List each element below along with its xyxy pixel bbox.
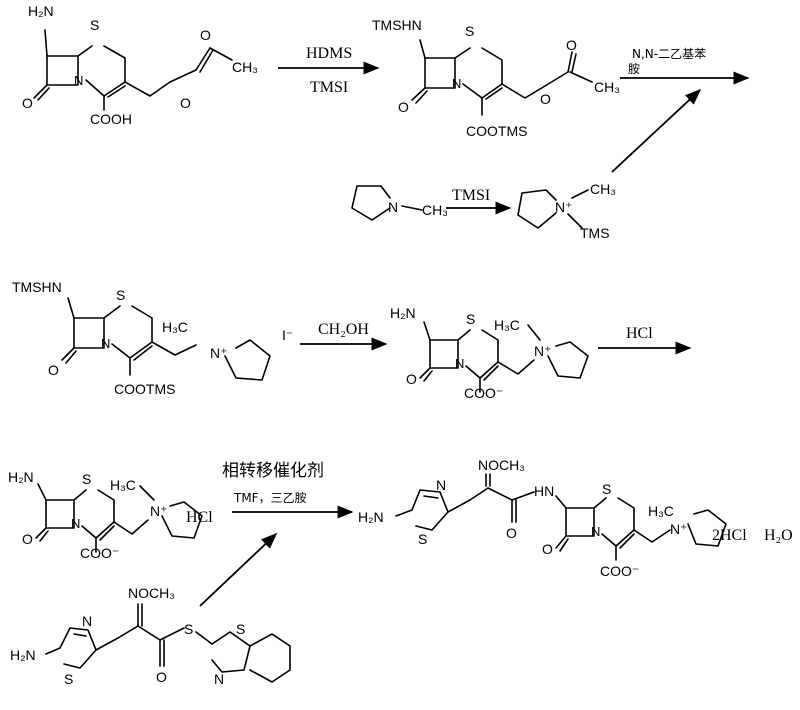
compound-hcl-salt: H₂N S N O H₃C N⁺ COO⁻ HCl bbox=[8, 469, 213, 561]
arrow-step3: CH₂OH bbox=[300, 321, 388, 351]
amine-label: H₂N bbox=[358, 509, 384, 525]
thiazole-s-label: S bbox=[64, 671, 73, 687]
nitrogen-label: N bbox=[71, 516, 80, 531]
amine-label: H₂N bbox=[10, 647, 36, 663]
oxygen-label: O bbox=[398, 99, 409, 115]
water-label: H₂O bbox=[764, 527, 793, 544]
iodide-label: I⁻ bbox=[282, 327, 293, 343]
oxygen-label: O bbox=[156, 669, 167, 685]
ester-oxygen-label: O bbox=[180, 95, 191, 111]
h3c-label: H₃C bbox=[648, 503, 674, 519]
oxygen-label: O bbox=[48, 362, 59, 378]
n-plus-label: N⁺ bbox=[555, 199, 573, 215]
carbonyl-oxygen-label: O bbox=[200, 27, 211, 43]
nitrogen-label: N bbox=[591, 524, 600, 539]
nitrogen-label: N bbox=[452, 76, 461, 91]
reagent-tmf-triethylamine: TMF，三乙胺 bbox=[233, 491, 307, 505]
thioester-s-label: S bbox=[184, 621, 193, 637]
arrow-step2: N,N-二乙基苯 胺 bbox=[620, 47, 750, 85]
compound-silylated: TMSHN S N O O O CH₃ COOTMS bbox=[372, 17, 620, 139]
amide-nh-label: HN bbox=[534, 483, 554, 499]
compound-cefepime: H₂N N S NOCH₃ O HN S N O H₃C N⁺ COO⁻ 2HC… bbox=[358, 457, 793, 579]
tmshn-label: TMSHN bbox=[372, 17, 422, 33]
reagent-diethylaniline-line2: 胺 bbox=[628, 62, 640, 76]
n-plus-label: N⁺ bbox=[210, 345, 228, 361]
oxygen-label: O bbox=[542, 541, 553, 557]
h3c-label: H₃C bbox=[494, 317, 520, 333]
carboxylate-label: COO⁻ bbox=[80, 545, 119, 561]
amine-label: H₂N bbox=[8, 469, 34, 485]
nitrogen-label: N bbox=[455, 356, 464, 371]
n-plus-label: N⁺ bbox=[150, 503, 168, 519]
reagent-diethylaniline-line1: N,N-二乙基苯 bbox=[632, 47, 706, 61]
arrow-step1: HDMS TMSI bbox=[278, 45, 380, 96]
reagent-tmsi: TMSI bbox=[452, 187, 490, 204]
benzothiazole-s-label: S bbox=[236, 621, 245, 637]
carboxyl-label: COOH bbox=[90, 111, 132, 127]
arrow-pyrrolidinium-join bbox=[611, 88, 702, 173]
cootms-label: COOTMS bbox=[114, 381, 175, 397]
h3c-label: H₃C bbox=[162, 319, 188, 335]
reagent-hcl: HCl bbox=[626, 325, 653, 342]
thiazole-s-label: S bbox=[418, 531, 427, 547]
compound-quaternary-iodide: TMSHN S N O H₃C N⁺ I⁻ COOTMS bbox=[12, 279, 293, 397]
cootms-label: COOTMS bbox=[466, 123, 527, 139]
tmshn-label: TMSHN bbox=[12, 279, 62, 295]
sulfur-label: S bbox=[465, 23, 474, 39]
nitrogen-label: N bbox=[101, 336, 110, 351]
ester-oxygen-label: O bbox=[540, 91, 551, 107]
thiazole-n-label: N bbox=[82, 613, 92, 629]
carbonyl-oxygen-label: O bbox=[566, 37, 577, 53]
sulfur-label: S bbox=[116, 287, 125, 303]
amide-oxygen-label: O bbox=[506, 525, 517, 541]
reagent-tmsi: TMSI bbox=[310, 79, 348, 96]
tms-label: TMS bbox=[580, 225, 610, 241]
nitrogen-label: N bbox=[74, 73, 83, 88]
oxygen-label: O bbox=[406, 371, 417, 387]
reagent-hdms: HDMS bbox=[306, 45, 352, 62]
compound-n-methylpyrrolidine: N CH₃ bbox=[351, 185, 448, 221]
methyl-label: CH₃ bbox=[594, 79, 620, 95]
oxygen-label: O bbox=[22, 531, 33, 547]
h3c-label: H₃C bbox=[110, 477, 136, 493]
amine-label: H₂N bbox=[28, 3, 54, 19]
dihydrochloride-label: 2HCl bbox=[712, 527, 747, 544]
thiazole-n-label: N bbox=[436, 477, 446, 493]
arrow-step5: 相转移催化剂 TMF，三乙胺 bbox=[222, 461, 354, 519]
compound-active-ester: H₂N N S NOCH₃ O S S N bbox=[10, 585, 291, 687]
benzothiazole-n-label: N bbox=[214, 671, 224, 687]
compound-7aca: H₂N S N O O O CH₃ COOH bbox=[22, 3, 258, 127]
methyl-label: CH₃ bbox=[422, 202, 448, 218]
n-plus-label: N⁺ bbox=[670, 521, 688, 537]
reagent-methanol: CH₂OH bbox=[318, 321, 369, 338]
carboxylate-label: COO⁻ bbox=[600, 563, 639, 579]
arrow-quaternization: TMSI bbox=[446, 187, 512, 215]
sulfur-label: S bbox=[466, 311, 475, 327]
compound-pyrrolidinium: N⁺ CH₃ TMS bbox=[517, 181, 616, 241]
amine-label: H₂N bbox=[390, 305, 416, 321]
sulfur-label: S bbox=[602, 481, 611, 497]
arrow-step4: HCl bbox=[598, 325, 692, 355]
compound-zwitterion: H₂N S N O H₃C N⁺ COO⁻ bbox=[390, 305, 589, 401]
methyl-label: CH₃ bbox=[232, 59, 258, 75]
reagent-phase-transfer-catalyst: 相转移催化剂 bbox=[222, 461, 324, 481]
nitrogen-label: N bbox=[388, 199, 398, 215]
arrow-active-ester-join bbox=[199, 532, 278, 607]
noch3-label: NOCH₃ bbox=[128, 585, 175, 601]
oxygen-label: O bbox=[22, 95, 33, 111]
hcl-salt-label: HCl bbox=[186, 509, 213, 526]
noch3-label: NOCH₃ bbox=[478, 457, 525, 473]
carboxylate-label: COO⁻ bbox=[464, 385, 503, 401]
n-plus-label: N⁺ bbox=[534, 343, 552, 359]
sulfur-label: S bbox=[90, 17, 99, 33]
sulfur-label: S bbox=[82, 471, 91, 487]
methyl-label: CH₃ bbox=[590, 181, 616, 197]
